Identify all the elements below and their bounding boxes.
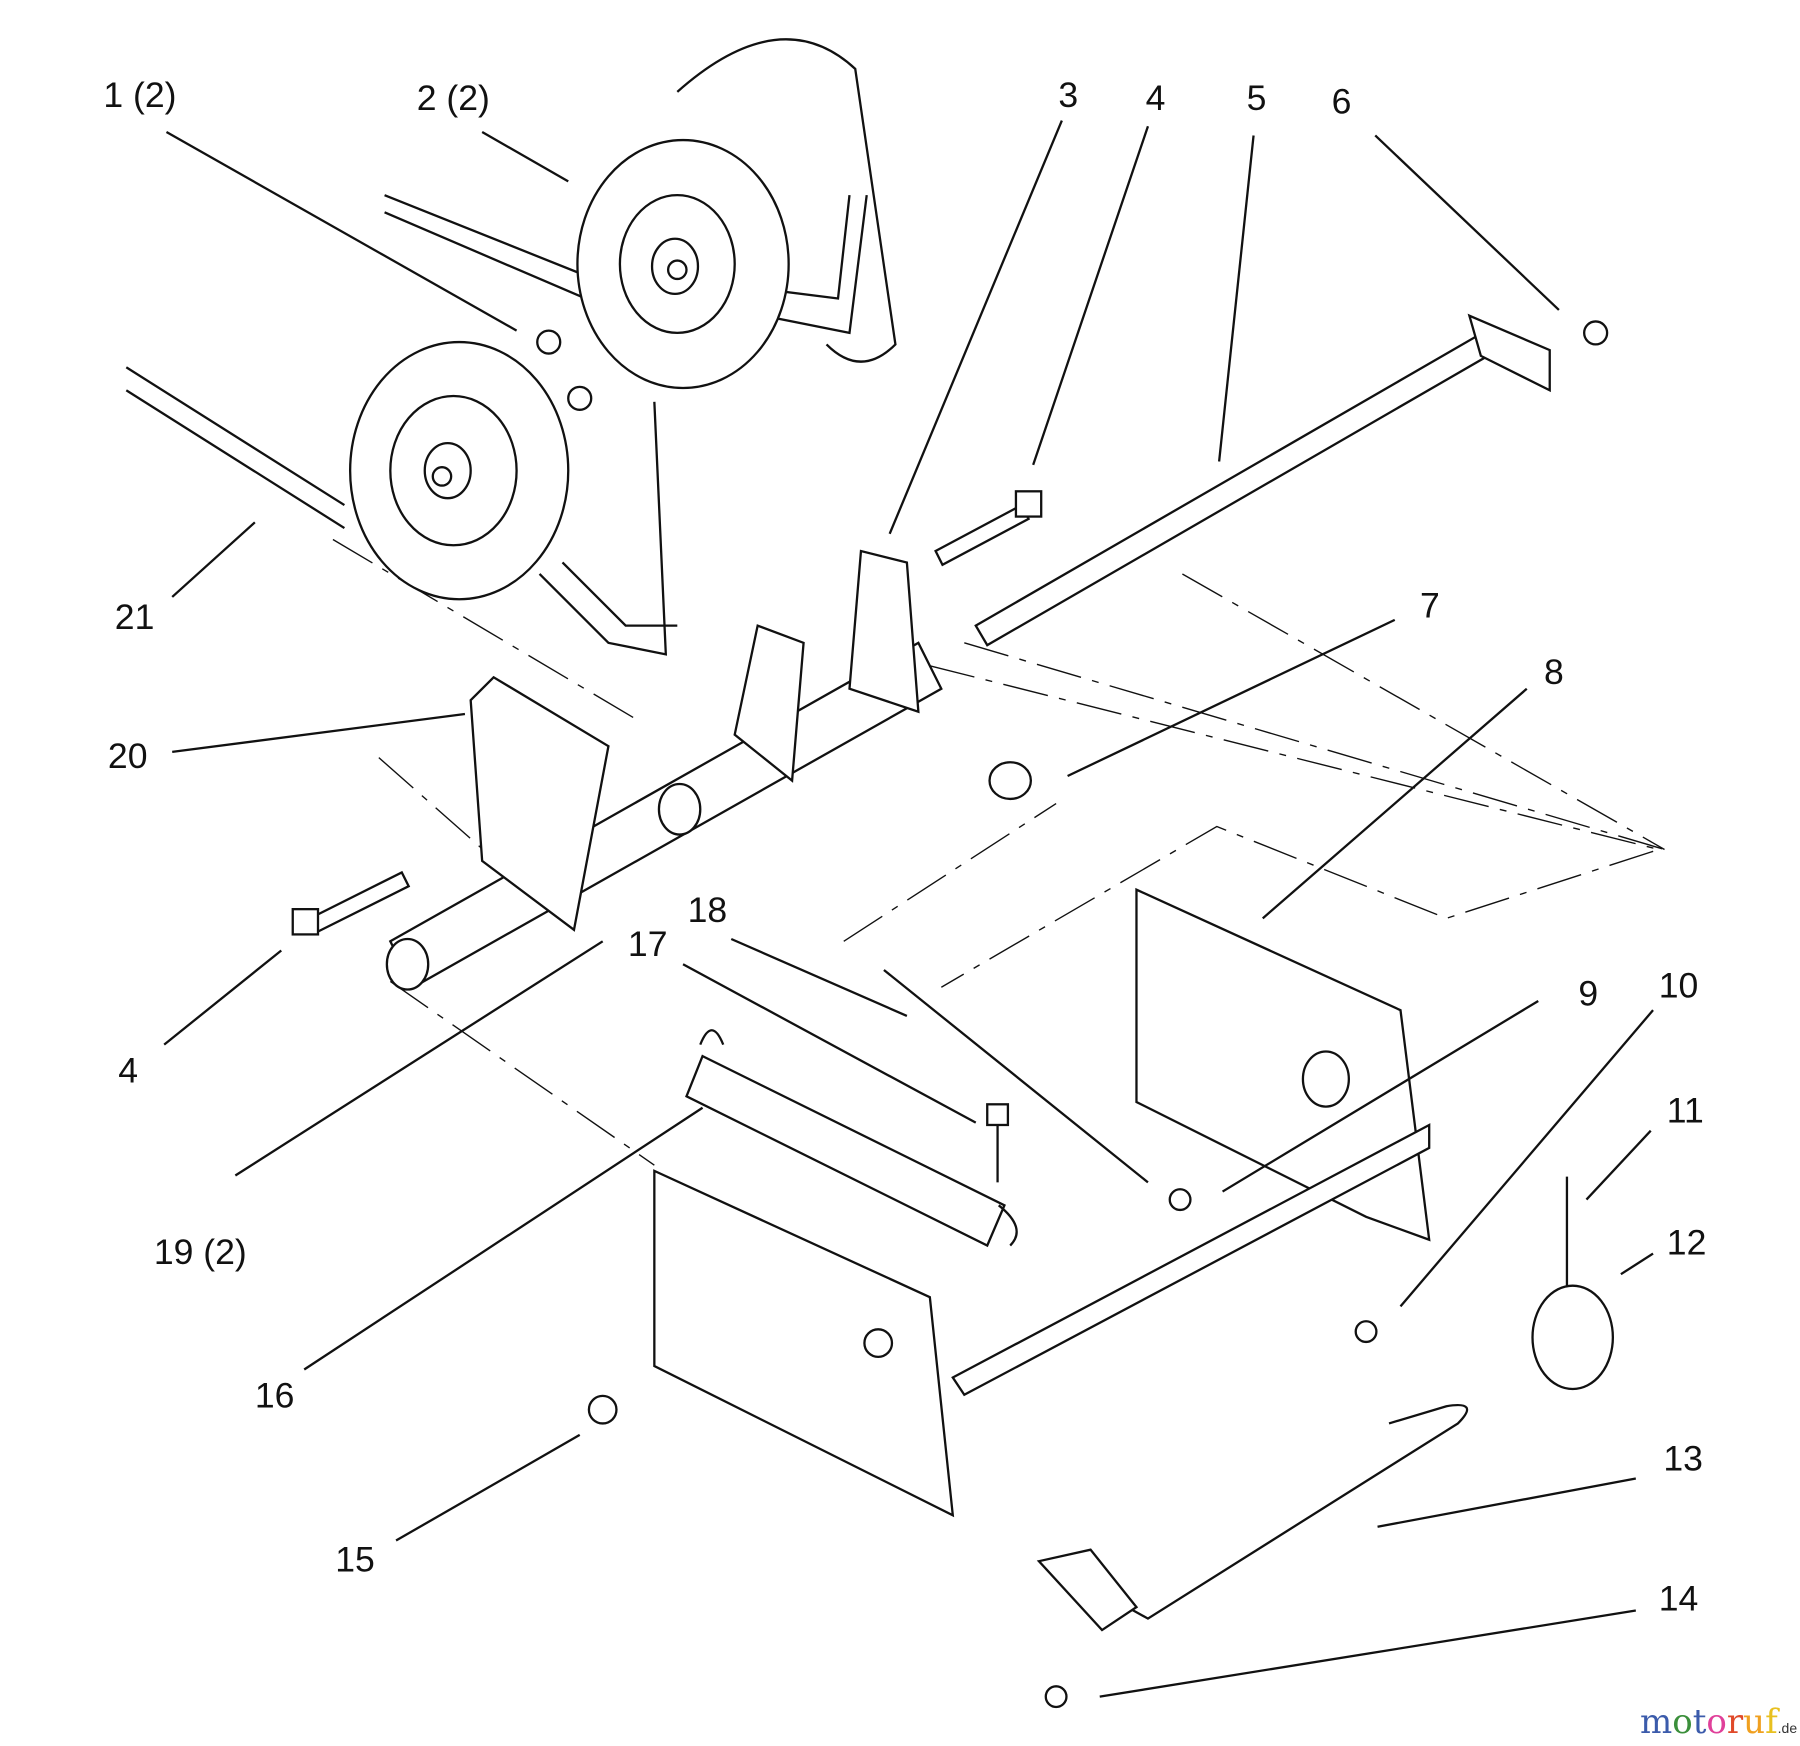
bolts (291, 490, 1043, 1183)
callout-7: 7 (1420, 586, 1440, 626)
idler-pulley-upper (576, 138, 790, 390)
watermark-letter: u (1743, 1702, 1766, 1742)
callout-4-top: 4 (1146, 78, 1166, 118)
callout-6: 6 (1332, 82, 1352, 122)
watermark-letter: o (1706, 1702, 1727, 1742)
pivot-shaft (974, 313, 1609, 801)
watermark-letter: f (1765, 1702, 1778, 1742)
assembly-lines (332, 538, 1665, 1166)
small-parts (883, 969, 1615, 1632)
callout-16: 16 (255, 1375, 295, 1415)
watermark-brand: motoruf (1640, 1702, 1778, 1742)
callout-12: 12 (1667, 1223, 1707, 1263)
callout-2: 2 (2) (417, 78, 490, 118)
callout-11: 11 (1667, 1091, 1704, 1131)
leader-lines (163, 120, 1654, 1698)
callout-3: 3 (1058, 75, 1078, 115)
callout-20: 20 (108, 736, 148, 776)
callout-5: 5 (1247, 78, 1267, 118)
callout-8: 8 (1544, 652, 1564, 692)
callout-1: 1 (2) (103, 75, 176, 115)
callout-9: 9 (1578, 974, 1598, 1014)
mounting-plate (653, 887, 1431, 1518)
watermark-logo: motoruf.de (1640, 1702, 1797, 1742)
callout-labels: 1 (2) 2 (2) 3 4 5 6 7 8 9 10 11 12 13 14… (103, 75, 1706, 1619)
callout-21: 21 (115, 597, 155, 637)
callout-18: 18 (688, 890, 728, 930)
nuts (536, 329, 1068, 1709)
callout-13: 13 (1663, 1438, 1703, 1478)
extension-spring (685, 1029, 1018, 1248)
callout-4-bottom: 4 (118, 1050, 138, 1090)
callout-15: 15 (335, 1540, 375, 1580)
idler-pulley-lower (348, 340, 570, 601)
watermark-letter: t (1692, 1702, 1707, 1742)
callout-17: 17 (628, 924, 668, 964)
watermark-letter: o (1672, 1702, 1693, 1742)
callout-10: 10 (1659, 966, 1699, 1006)
callout-14: 14 (1659, 1579, 1699, 1619)
idler-arm (385, 549, 943, 991)
callout-19: 19 (2) (154, 1232, 247, 1272)
watermark-letter: m (1640, 1702, 1673, 1742)
watermark-letter: r (1726, 1702, 1744, 1742)
watermark-tld: .de (1777, 1720, 1798, 1736)
